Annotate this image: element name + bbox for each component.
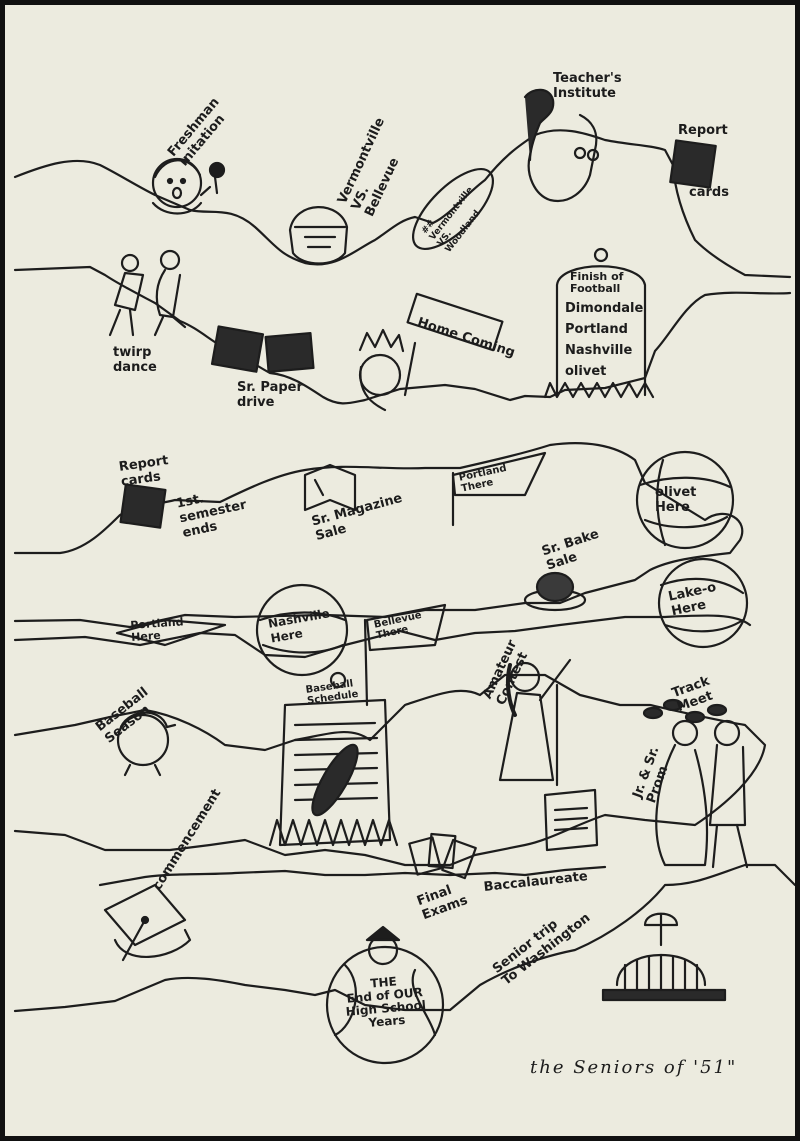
games-list: Dimondale Portland Nashville olivet <box>565 301 643 379</box>
label-twirp-dance: twirp dance <box>113 345 157 375</box>
game-1: Dimondale <box>565 301 644 316</box>
nashville-ball <box>255 583 349 677</box>
road-line-6 <box>13 863 795 1013</box>
globe-drawing <box>325 925 445 1065</box>
timeline-drawing <box>13 88 795 1065</box>
report-card-top-drawing <box>669 139 717 189</box>
portland-there-pennant <box>451 451 547 527</box>
road-line-4 <box>13 614 752 659</box>
road-line-7 <box>98 865 607 887</box>
footprints-drawing <box>642 698 728 724</box>
bellevue-there-pennant <box>363 603 447 707</box>
game-3: Nashville <box>565 343 633 358</box>
paper-bundles-drawing <box>210 325 315 373</box>
baseball-schedule-board <box>268 671 399 847</box>
homecoming-queen-drawing <box>358 328 417 412</box>
label-finish-of-football: Finish of Football <box>570 270 624 295</box>
tombstone-drawing <box>543 247 655 399</box>
freshman-face-drawing <box>151 157 226 215</box>
helmet-face-drawing <box>288 206 349 265</box>
baseball-player-drawing <box>116 711 177 777</box>
magazine-drawing <box>303 463 357 512</box>
scroll-drawing <box>543 788 599 852</box>
portland-here-pennant <box>115 618 227 647</box>
label-paper-drive: Sr. Paper drive <box>237 380 303 410</box>
teacher-drawing <box>523 88 600 203</box>
signature: the Seniors of '51" <box>530 1057 738 1078</box>
singer-drawing <box>498 658 572 787</box>
diploma-cap-drawing <box>103 883 192 962</box>
report-card-mid-drawing <box>119 483 167 529</box>
twirp-dance-drawing <box>108 249 187 337</box>
homecoming-sign <box>406 292 504 352</box>
olivet-ball <box>635 450 735 550</box>
label-report-cards-top-2: cards <box>689 185 729 200</box>
lakeo-ball <box>657 557 749 649</box>
prom-couple-drawing <box>655 719 749 869</box>
label-olivet-here: olivet Here <box>655 485 697 515</box>
label-report-cards-top: Report <box>678 123 728 138</box>
game-4: olivet <box>565 364 607 379</box>
label-teachers-institute: Teacher's Institute <box>553 71 622 101</box>
capitol-dome-drawing <box>601 912 727 1002</box>
bake-sale-cake <box>523 571 587 612</box>
football-drawing <box>411 167 495 251</box>
exam-cards-drawing <box>408 832 477 880</box>
road-line-1 <box>13 129 792 279</box>
road-line-2 <box>13 265 792 405</box>
label-end-of-school: THE End of OUR High School Years <box>345 974 427 1030</box>
label-portland-here: Portland Here <box>129 615 184 644</box>
game-2: Portland <box>565 322 628 337</box>
